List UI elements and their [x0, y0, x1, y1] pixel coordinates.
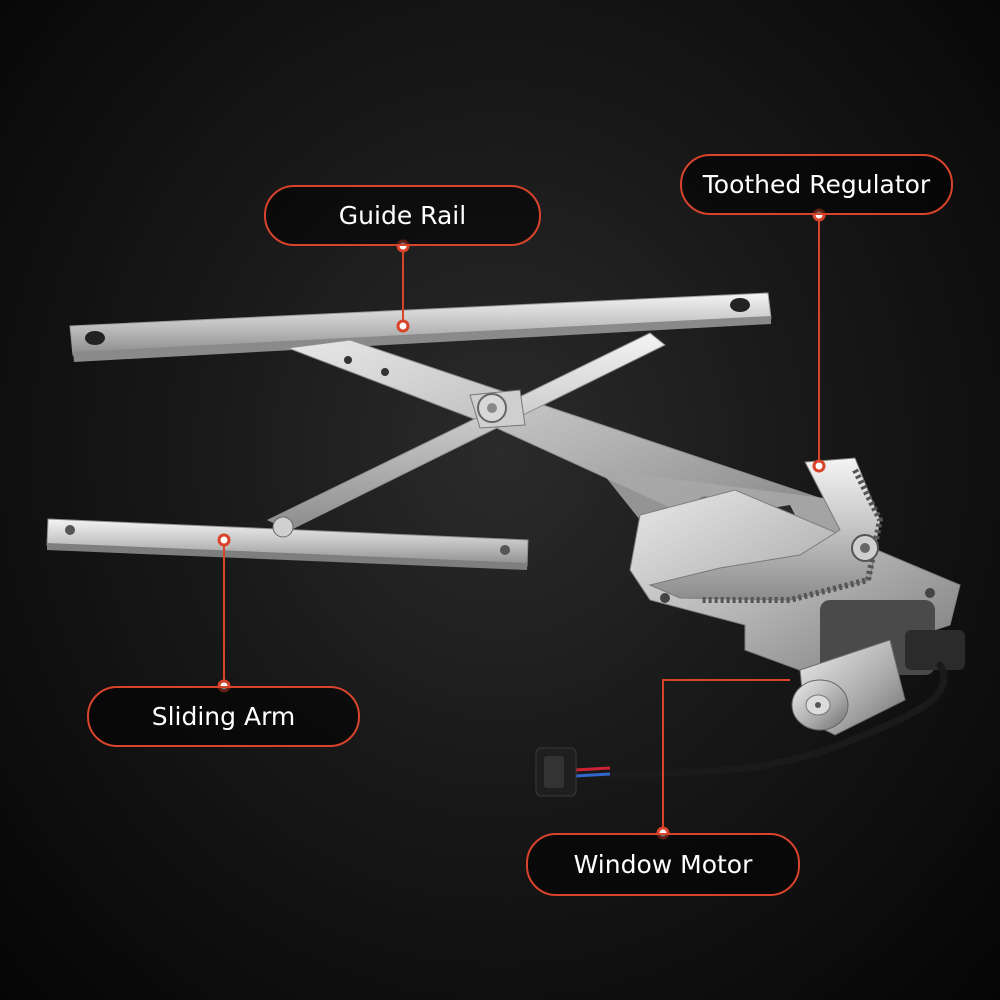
sliding-arm-part	[46, 516, 529, 570]
guide-rail-callout: Guide Rail	[264, 185, 541, 246]
sliding-arm-label: Sliding Arm	[151, 702, 296, 731]
toothed-regulator-part	[648, 457, 884, 603]
window-motor-label: Window Motor	[573, 850, 753, 879]
toothed-regulator-label: Toothed Regulator	[702, 170, 931, 199]
window-motor-part	[791, 600, 965, 736]
callout-leaders	[223, 215, 820, 833]
wire-harness-part	[535, 661, 948, 797]
sliding-arm-callout: Sliding Arm	[87, 686, 360, 747]
guide-rail-label: Guide Rail	[338, 201, 467, 230]
window-motor-callout: Window Motor	[526, 833, 800, 896]
toothed-regulator-callout: Toothed Regulator	[680, 154, 953, 215]
guide-rail-part	[69, 292, 772, 362]
